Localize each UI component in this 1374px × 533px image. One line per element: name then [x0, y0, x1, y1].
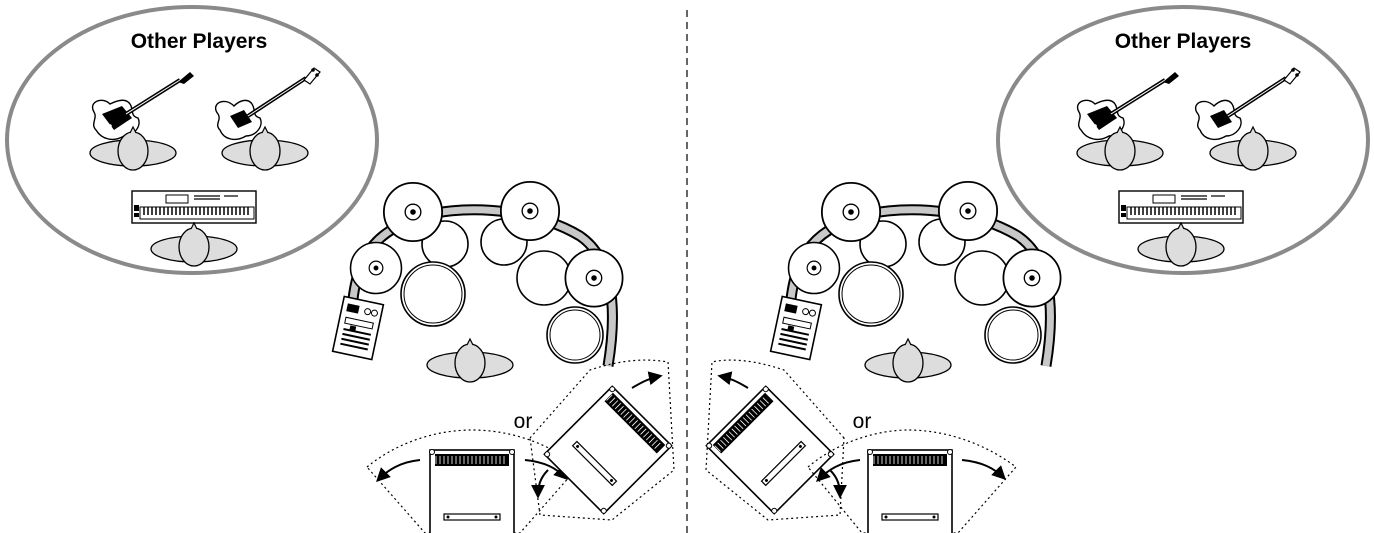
rotation-arrow-icon	[524, 459, 568, 480]
left-panel: Other Players	[5, 5, 675, 533]
right-drum-kit	[769, 180, 1062, 383]
sound-module-icon	[331, 295, 385, 361]
cymbal-pad-icon	[787, 241, 841, 295]
left-or-label: or	[514, 410, 533, 433]
amplifier-icon	[542, 384, 674, 516]
player-icon	[864, 338, 952, 383]
right-group-label: Other Players	[1115, 30, 1252, 53]
drum-pad-icon	[400, 261, 466, 327]
left-amp-angled	[529, 359, 675, 521]
rotation-arrow-icon	[961, 459, 1006, 480]
player-icon	[426, 338, 514, 383]
drum-pad-icon	[984, 306, 1042, 364]
cymbal-pad-icon	[349, 241, 403, 295]
left-amp-straight	[366, 429, 579, 533]
left-group-label: Other Players	[131, 30, 268, 53]
drum-pad-icon	[838, 261, 904, 327]
drum-pad-icon	[546, 306, 604, 364]
left-other-players-group: Other Players	[5, 5, 379, 275]
right-or-label: or	[853, 410, 872, 433]
cymbal-pad-icon	[937, 180, 999, 242]
cymbal-pad-icon	[1002, 248, 1062, 308]
cymbal-pad-icon	[499, 180, 561, 242]
amplifier-icon	[866, 448, 954, 533]
amplifier-icon	[704, 384, 836, 516]
rotation-arrow-icon	[376, 459, 421, 482]
sound-module-icon	[769, 295, 823, 361]
rotation-arrow-icon	[531, 469, 549, 499]
rotation-arrow-icon	[631, 371, 663, 389]
rotation-arrow-icon	[717, 371, 749, 389]
right-amp-angled	[704, 359, 847, 521]
right-panel: Other Players or	[704, 5, 1370, 533]
rotation-arrow-icon	[829, 469, 847, 499]
right-group-ring	[996, 5, 1370, 275]
keyboard-icon	[131, 190, 257, 224]
drum-pad-icon	[954, 250, 1010, 306]
rotation-arrow-icon	[816, 459, 861, 482]
left-drum-kit	[331, 180, 624, 383]
cymbal-pad-icon	[820, 181, 882, 243]
drum-pad-icon	[516, 250, 572, 306]
right-other-players-group: Other Players	[996, 5, 1370, 275]
amplifier-icon	[428, 448, 516, 533]
cymbal-pad-icon	[564, 248, 624, 308]
keyboard-icon	[1118, 190, 1244, 224]
right-amp-straight	[807, 429, 1017, 533]
cymbal-pad-icon	[382, 181, 444, 243]
left-group-ring	[5, 5, 379, 275]
